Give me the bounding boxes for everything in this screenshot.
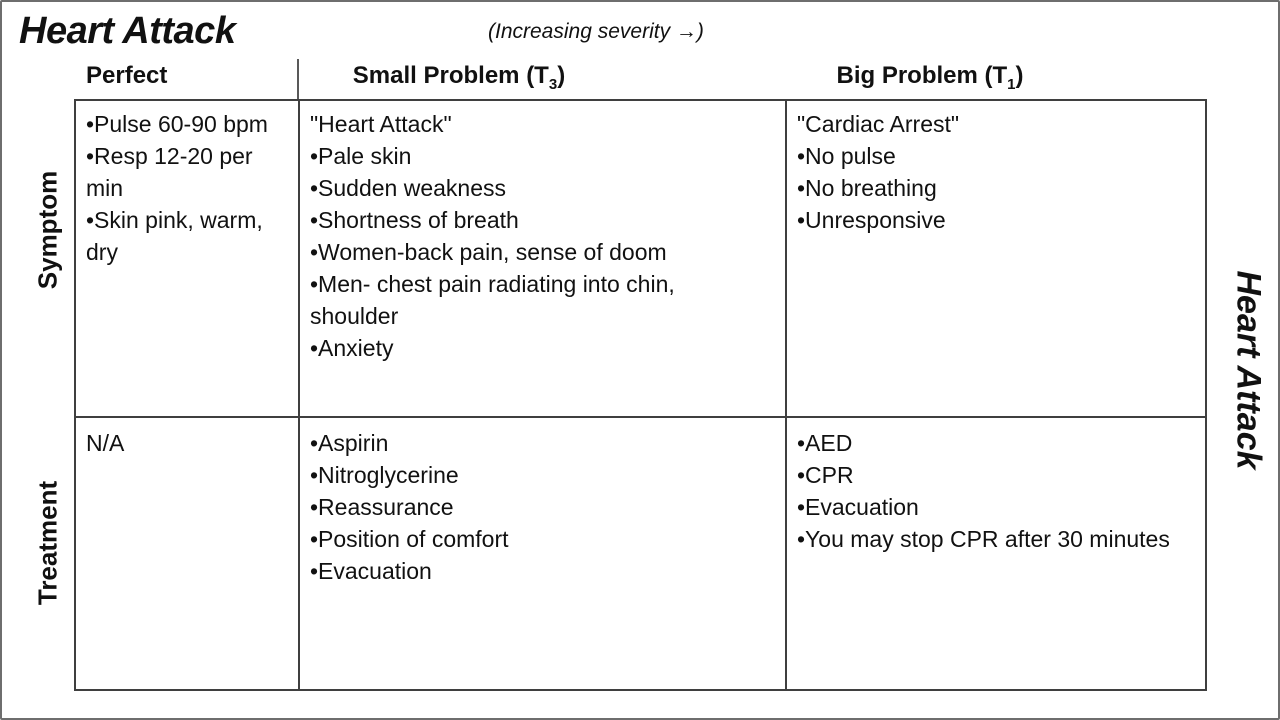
cell-text-line: dry (86, 239, 118, 265)
cell-text-line: •No pulse (797, 143, 896, 169)
cell-text-line: •Shortness of breath (310, 207, 519, 233)
slide-title: Heart Attack (19, 10, 236, 52)
cell-symptom-big-problem: "Cardiac Arrest" •No pulse •No breathing… (787, 101, 1205, 416)
header-column-divider (297, 59, 299, 99)
cell-text-line: •Aspirin (310, 430, 389, 456)
cell-text-line: •AED (797, 430, 853, 456)
column-header-big-problem: Big Problem (T1) (770, 62, 1090, 93)
cell-text-line: •Sudden weakness (310, 175, 507, 201)
column-header-subscript: 3 (548, 75, 558, 93)
cell-text-line: •Skin pink, warm, (86, 207, 263, 233)
cell-treatment-big-problem: •AED •CPR •Evacuation •You may stop CPR … (787, 418, 1205, 689)
cell-text-line: •Women-back pain, sense of doom (310, 239, 667, 265)
cell-text-line: •Pulse 60-90 bpm (86, 111, 268, 137)
column-divider-2 (785, 101, 787, 689)
column-header-suffix: ) (557, 62, 566, 89)
cell-text-line: •Men- chest pain radiating into chin, (310, 271, 675, 297)
column-header-subscript: 1 (1007, 75, 1016, 93)
table-grid: •Pulse 60-90 bpm •Resp 12-20 per min •Sk… (74, 99, 1207, 691)
cell-text-line: •Nitroglycerine (310, 462, 459, 488)
column-header-text: Small Problem (T (352, 62, 549, 89)
side-label-heart-attack: Heart Attack (1229, 270, 1268, 470)
severity-note: (Increasing severity →) (488, 20, 704, 43)
cell-text-line: •No breathing (797, 175, 937, 201)
cell-symptom-perfect: •Pulse 60-90 bpm •Resp 12-20 per min •Sk… (76, 101, 298, 416)
cell-text-line: •Reassurance (310, 494, 454, 520)
cell-text-line: N/A (86, 430, 125, 456)
column-header-perfect: Perfect (86, 62, 167, 90)
cell-text-line: •Position of comfort (310, 526, 509, 552)
column-header-text: Perfect (86, 62, 168, 89)
cell-symptom-small-problem: "Heart Attack" •Pale skin •Sudden weakne… (300, 101, 785, 416)
cell-treatment-small-problem: •Aspirin •Nitroglycerine •Reassurance •P… (300, 418, 785, 689)
cell-text-line: •Evacuation (797, 494, 919, 520)
cell-text-line: "Cardiac Arrest" (797, 111, 960, 137)
cell-text-line: "Heart Attack" (310, 111, 452, 137)
column-divider-1 (298, 101, 300, 689)
cell-text-line: •Anxiety (310, 335, 394, 361)
cell-text-line: •Pale skin (310, 143, 412, 169)
column-header-text: Big Problem (T (836, 62, 1008, 89)
cell-text-line: •Resp 12-20 per (86, 143, 253, 169)
cell-text-line: min (86, 175, 124, 201)
row-header-symptom: Symptom (32, 170, 63, 290)
cell-text-line: •You may stop CPR after 30 minutes (797, 526, 1170, 552)
cell-text-line: •Evacuation (310, 558, 432, 584)
cell-text-line: •CPR (797, 462, 854, 488)
column-header-small-problem: Small Problem (T3) (299, 62, 619, 93)
row-header-treatment: Treatment (32, 480, 63, 606)
column-header-suffix: ) (1015, 62, 1024, 89)
row-divider (76, 416, 1205, 418)
cell-text-line: shoulder (310, 303, 399, 329)
cell-text-line: •Unresponsive (797, 207, 946, 233)
cell-treatment-perfect: N/A (76, 418, 298, 689)
